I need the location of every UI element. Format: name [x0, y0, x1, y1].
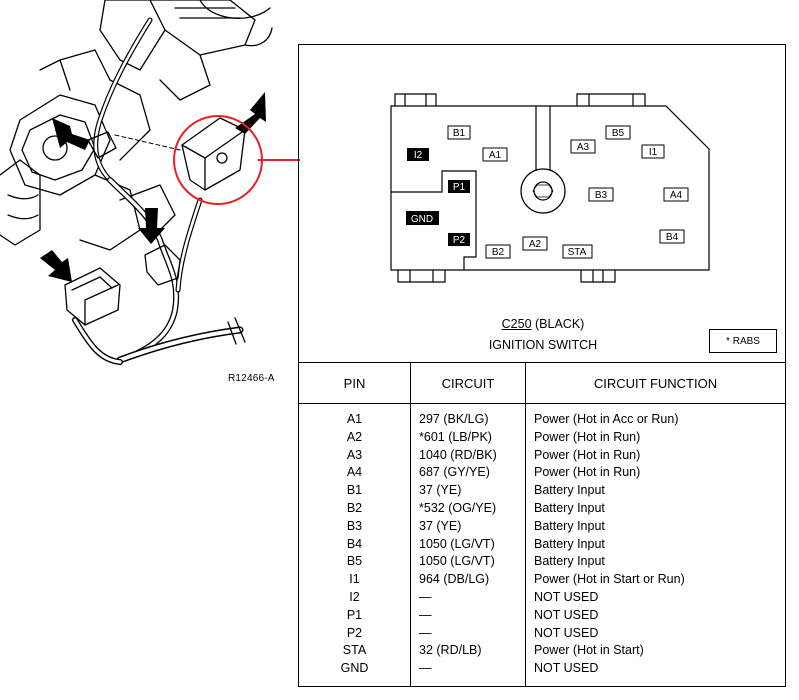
- cell-circuit: *532 (OG/YE): [410, 499, 526, 518]
- cell-pin: I1: [298, 571, 411, 589]
- cell-function: NOT USED: [525, 624, 786, 643]
- table-row: P1—NOT USED: [298, 606, 786, 625]
- cell-circuit: —: [410, 624, 526, 643]
- cell-circuit: 1040 (RD/BK): [410, 446, 526, 465]
- cell-function: Battery Input: [525, 535, 786, 554]
- cell-circuit: 687 (GY/YE): [410, 464, 526, 483]
- pin-label-a4: A4: [670, 190, 683, 201]
- cell-circuit: 964 (DB/LG): [410, 571, 526, 589]
- cell-function: Battery Input: [525, 482, 786, 500]
- connector-name: C250 (BLACK): [299, 317, 787, 331]
- cell-pin: P2: [298, 624, 411, 643]
- cell-function: NOT USED: [525, 660, 786, 687]
- cell-pin: A1: [298, 403, 411, 429]
- connector-face-panel: B1 I2 A1 P1 GND P2 B2 A2 STA: [298, 44, 786, 362]
- pin-label-gnd: GND: [411, 214, 433, 225]
- cell-pin: B2: [298, 499, 411, 518]
- pin-label-b4: B4: [666, 232, 679, 243]
- cell-pin: I2: [298, 588, 411, 607]
- cell-function: Power (Hot in Start or Run): [525, 571, 786, 589]
- pin-label-a3: A3: [577, 142, 590, 153]
- cell-function: NOT USED: [525, 606, 786, 625]
- cell-pin: A3: [298, 446, 411, 465]
- connector-color: (BLACK): [535, 317, 585, 331]
- pin-label-b3: B3: [595, 190, 608, 201]
- cell-function: NOT USED: [525, 588, 786, 607]
- cell-function: Battery Input: [525, 553, 786, 572]
- pin-label-b1: B1: [453, 128, 466, 139]
- cell-pin: STA: [298, 642, 411, 661]
- cell-function: Power (Hot in Start): [525, 642, 786, 661]
- cell-circuit: 37 (YE): [410, 482, 526, 500]
- cell-pin: B4: [298, 535, 411, 554]
- pin-label-p1: P1: [453, 182, 466, 193]
- pin-label-a1: A1: [489, 150, 502, 161]
- table-row: A2*601 (LB/PK)Power (Hot in Run): [298, 428, 786, 447]
- cell-function: Power (Hot in Run): [525, 464, 786, 483]
- cell-circuit: 37 (YE): [410, 517, 526, 536]
- callout-line: [258, 159, 300, 161]
- pin-label-sta: STA: [568, 247, 587, 258]
- cell-circuit: —: [410, 606, 526, 625]
- cell-circuit: 1050 (LG/VT): [410, 553, 526, 572]
- steering-column-illustration: [0, 0, 273, 365]
- cell-circuit: —: [410, 660, 526, 687]
- cell-pin: B3: [298, 517, 411, 536]
- cell-circuit: *601 (LB/PK): [410, 428, 526, 447]
- cell-pin: A4: [298, 464, 411, 483]
- pin-label-p2: P2: [453, 235, 466, 246]
- cell-circuit: 297 (BK/LG): [410, 403, 526, 429]
- table-row: GND—NOT USED: [298, 660, 786, 687]
- cell-function: Battery Input: [525, 499, 786, 518]
- pin-label-a2: A2: [529, 239, 542, 250]
- cell-pin: P1: [298, 606, 411, 625]
- cell-pin: GND: [298, 660, 411, 687]
- cell-function: Power (Hot in Run): [525, 428, 786, 447]
- connector-face-drawing: B1 I2 A1 P1 GND P2 B2 A2 STA: [390, 93, 710, 283]
- cell-pin: B5: [298, 553, 411, 572]
- table-row: P2—NOT USED: [298, 624, 786, 643]
- illustration-reference-code: R12466-A: [228, 373, 275, 384]
- connector-description: IGNITION SWITCH: [488, 338, 598, 352]
- pin-label-b5: B5: [612, 128, 625, 139]
- cell-function: Power (Hot in Acc or Run): [525, 403, 786, 429]
- table-header-row: PIN CIRCUIT CIRCUIT FUNCTION: [298, 362, 786, 404]
- cell-pin: B1: [298, 482, 411, 500]
- cell-pin: A2: [298, 428, 411, 447]
- pin-label-b2: B2: [492, 247, 505, 258]
- cell-function: Battery Input: [525, 517, 786, 536]
- rabs-note: * RABS: [709, 329, 777, 353]
- pin-label-i1: I1: [649, 147, 658, 158]
- cell-circuit: 1050 (LG/VT): [410, 535, 526, 554]
- pin-label-i2: I2: [414, 150, 423, 161]
- header-circuit: CIRCUIT: [410, 362, 526, 404]
- cell-circuit: 32 (RD/LB): [410, 642, 526, 661]
- cell-circuit: —: [410, 588, 526, 607]
- table-row: B2*532 (OG/YE)Battery Input: [298, 499, 786, 518]
- table-row: I2—NOT USED: [298, 588, 786, 607]
- header-circuit-function: CIRCUIT FUNCTION: [525, 362, 786, 404]
- connector-id: C250: [501, 317, 532, 331]
- header-pin: PIN: [298, 362, 411, 404]
- cell-function: Power (Hot in Run): [525, 446, 786, 465]
